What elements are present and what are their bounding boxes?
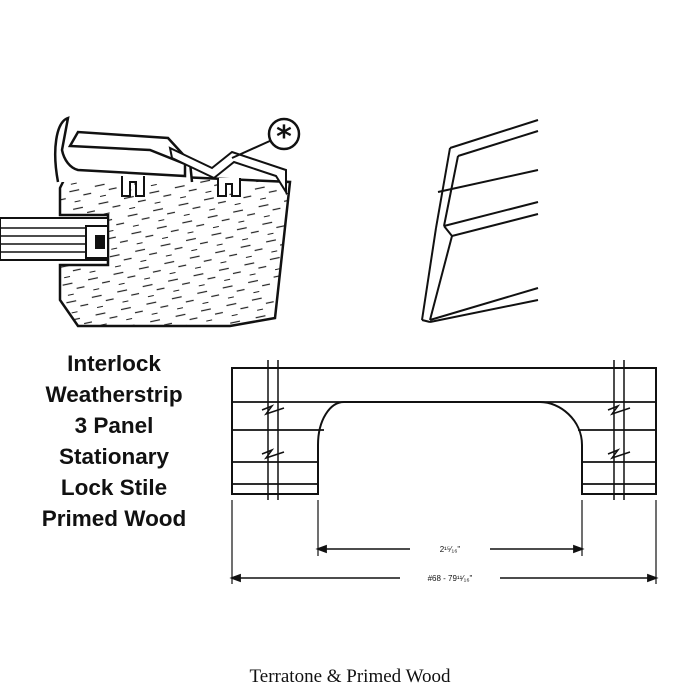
clip-left: [121, 176, 145, 197]
finish-caption: Terratone & Primed Wood: [249, 666, 451, 687]
title-line: Interlock: [67, 351, 161, 376]
overall-width-label: #68 - 79¹¹⁄₁₆": [428, 574, 473, 583]
elevation-drawing: [229, 360, 659, 584]
interlock-strip: [168, 146, 287, 196]
title-line: Weatherstrip: [45, 382, 183, 407]
inner-width-label: 2¹⁵⁄₁₆": [440, 545, 461, 554]
title-line: Stationary: [58, 444, 170, 469]
wood-block: [58, 170, 292, 328]
cross-section-detail: [0, 116, 301, 328]
title-line: Lock Stile: [60, 475, 168, 500]
title-line: Primed Wood: [41, 506, 187, 531]
callout-circle: [267, 117, 301, 151]
weatherstrip-profile: [54, 116, 194, 183]
callout-symbol: *: [276, 120, 292, 155]
weatherstrip-perspective: [421, 119, 539, 323]
clip-right: [217, 178, 241, 197]
product-title: Interlock Weatherstrip 3 Panel Stationar…: [14, 348, 214, 534]
title-line: 3 Panel: [74, 413, 154, 438]
